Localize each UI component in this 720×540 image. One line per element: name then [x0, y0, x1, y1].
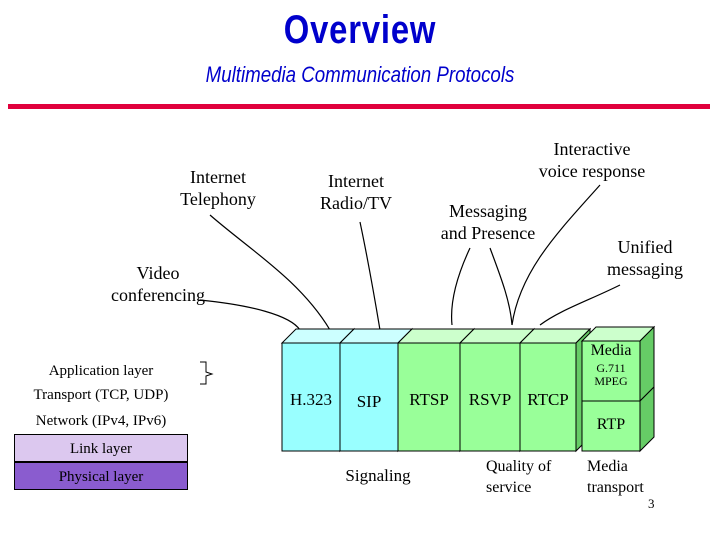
category-quality-of-service: Quality of service — [486, 458, 552, 496]
layer-brace — [200, 361, 214, 385]
protocol-rtcp: RTCP — [527, 390, 569, 409]
protocol-rtsp: RTSP — [409, 390, 449, 409]
app-messaging-presence: Messaging and Presence — [440, 201, 536, 243]
page-subtitle: Multimedia Communication Protocols — [205, 62, 515, 87]
page-number: 3 — [648, 496, 655, 511]
protocol-h323: H.323 — [289, 390, 333, 409]
connector-telephony — [209, 214, 331, 331]
protocol-rsvp: RSVP — [468, 390, 512, 409]
connector-video — [199, 299, 301, 331]
protocol-rtp: RTP — [596, 416, 626, 433]
category-signaling: Signaling — [345, 466, 411, 485]
app-interactive-voice-response: Interactive voice response — [538, 139, 646, 181]
connector-ivr — [511, 184, 601, 326]
protocol-g711-mpeg: G.711 MPEG — [594, 361, 628, 388]
connector-messaging-2 — [489, 247, 513, 326]
app-video-conferencing: Video conferencing — [111, 263, 205, 305]
media-protocol-boxes — [580, 325, 656, 453]
connector-messaging-1 — [450, 247, 471, 326]
stack-link-layer: Link layer — [14, 434, 188, 462]
stack-physical-layer: Physical layer — [14, 462, 188, 490]
page-title: Overview — [283, 8, 437, 52]
category-media-transport: Media transport — [587, 458, 644, 496]
app-internet-radio: Internet Radio/TV — [320, 171, 392, 213]
title-divider — [8, 104, 710, 109]
protocol-media: Media — [590, 342, 632, 359]
app-unified-messaging: Unified messaging — [607, 237, 683, 279]
protocol-sip: SIP — [356, 392, 382, 411]
qos-protocol-boxes — [396, 327, 592, 453]
app-internet-telephony: Internet Telephony — [180, 167, 256, 209]
stack-application-layer: Application layer — [48, 363, 154, 379]
connector-radio — [359, 221, 381, 331]
stack-network-layer: Network (IPv4, IPv6) — [35, 413, 167, 429]
connector-unified — [539, 284, 621, 326]
stack-transport-layer: Transport (TCP, UDP) — [33, 387, 169, 403]
